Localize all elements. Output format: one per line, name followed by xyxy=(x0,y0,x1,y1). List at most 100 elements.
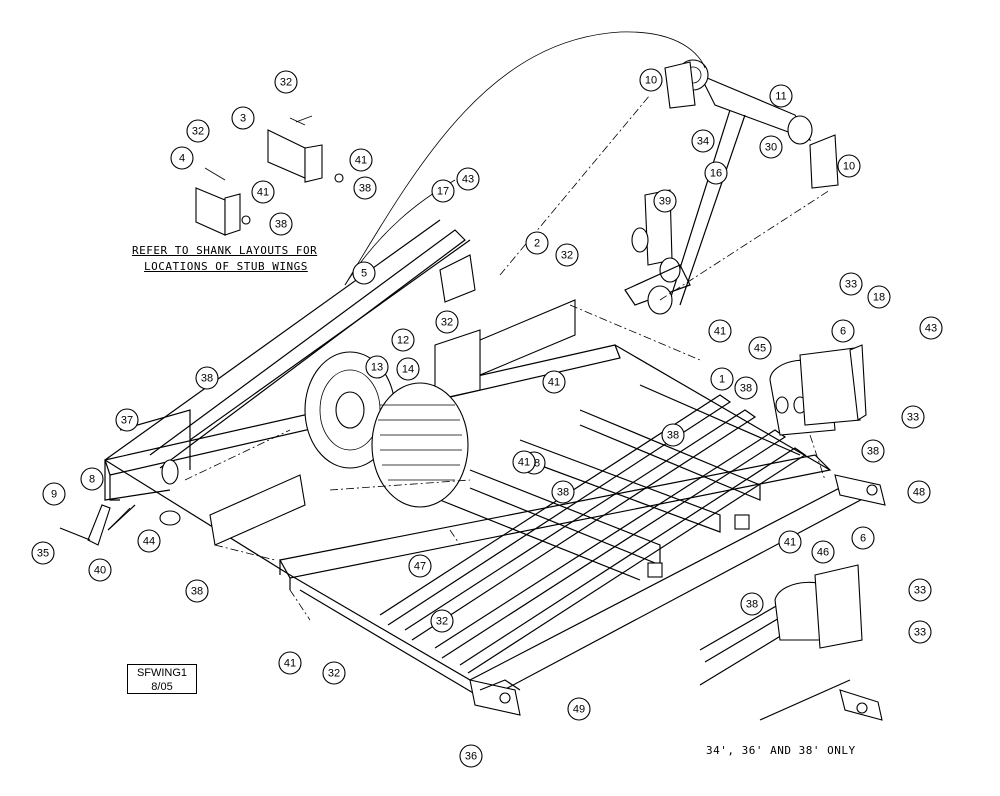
callout-45: 45 xyxy=(748,336,772,360)
callout-label: 36 xyxy=(465,751,477,763)
stub-wing-note-line2: LOCATIONS OF STUB WINGS xyxy=(144,260,308,273)
callout-circle xyxy=(525,231,549,255)
callout-32: 32 xyxy=(274,70,298,94)
callout-circle xyxy=(567,697,591,721)
callout-label: 4 xyxy=(179,153,185,165)
callout-10: 10 xyxy=(837,154,861,178)
callout-41: 41 xyxy=(349,148,373,172)
callout-33: 33 xyxy=(839,272,863,296)
callout-label: 6 xyxy=(840,326,846,338)
inset-size-note: 34', 36' AND 38' ONLY xyxy=(706,744,856,757)
callout-circle xyxy=(353,176,377,200)
callout-circle xyxy=(435,310,459,334)
callout-label: 1 xyxy=(719,374,725,386)
callout-circle xyxy=(661,423,685,447)
callout-circle xyxy=(231,106,255,130)
callout-circle xyxy=(831,319,855,343)
wheel-assembly xyxy=(304,351,469,508)
callout-43: 43 xyxy=(919,316,943,340)
callout-10: 10 xyxy=(639,68,663,92)
callout-12: 12 xyxy=(391,328,415,352)
callout-label: 38 xyxy=(191,586,203,598)
callout-circle xyxy=(352,261,376,285)
callout-circle xyxy=(851,526,875,550)
callout-circle xyxy=(691,129,715,153)
drawing-id: SFWING1 xyxy=(136,667,188,679)
callout-41: 41 xyxy=(708,319,732,343)
callout-36: 36 xyxy=(459,744,483,768)
callout-label: 46 xyxy=(817,547,829,559)
callout-circle xyxy=(778,530,802,554)
callout-11: 11 xyxy=(769,84,793,108)
callout-label: 38 xyxy=(201,373,213,385)
callout-circle xyxy=(740,592,764,616)
callout-label: 32 xyxy=(436,616,448,628)
callout-label: 48 xyxy=(913,487,925,499)
callout-label: 16 xyxy=(710,168,722,180)
callout-label: 38 xyxy=(746,599,758,611)
callout-circle xyxy=(186,119,210,143)
callout-circle xyxy=(430,609,454,633)
callout-circle xyxy=(710,367,734,391)
callout-38: 38 xyxy=(734,376,758,400)
callout-33: 33 xyxy=(908,578,932,602)
callout-34: 34 xyxy=(691,129,715,153)
callout-label: 41 xyxy=(257,187,269,199)
callout-38: 38 xyxy=(861,439,885,463)
callout-circle xyxy=(704,161,728,185)
callout-6: 6 xyxy=(831,319,855,343)
callout-label: 17 xyxy=(437,186,449,198)
callout-circle xyxy=(908,578,932,602)
callout-circle xyxy=(839,272,863,296)
callout-46: 46 xyxy=(811,540,835,564)
callout-circle xyxy=(365,355,389,379)
callout-circle xyxy=(901,405,925,429)
callout-label: 41 xyxy=(714,326,726,338)
callout-circle xyxy=(349,148,373,172)
callout-circle xyxy=(391,328,415,352)
callout-label: 6 xyxy=(860,533,866,545)
callout-41: 41 xyxy=(778,530,802,554)
callout-32: 32 xyxy=(322,661,346,685)
callout-circle xyxy=(408,554,432,578)
callout-label: 37 xyxy=(121,415,133,427)
callout-circle xyxy=(322,661,346,685)
callout-circle xyxy=(769,84,793,108)
callout-32: 32 xyxy=(435,310,459,334)
callout-30: 30 xyxy=(759,135,783,159)
callout-label: 32 xyxy=(441,317,453,329)
callout-circle xyxy=(551,480,575,504)
callout-3: 3 xyxy=(231,106,255,130)
callout-circle xyxy=(811,540,835,564)
callout-label: 18 xyxy=(873,292,885,304)
callout-32: 32 xyxy=(555,243,579,267)
callout-17: 17 xyxy=(431,179,455,203)
callout-8: 8 xyxy=(80,467,104,491)
callout-48: 48 xyxy=(907,480,931,504)
callout-49: 49 xyxy=(567,697,591,721)
callout-label: 10 xyxy=(645,75,657,87)
callout-label: 44 xyxy=(143,536,155,548)
callout-6: 6 xyxy=(851,526,875,550)
leader-lines xyxy=(184,31,831,621)
callout-circle xyxy=(759,135,783,159)
callout-label: 14 xyxy=(402,364,414,376)
callout-circle xyxy=(80,467,104,491)
drawing-date: 8/05 xyxy=(151,681,173,693)
callout-41: 41 xyxy=(542,370,566,394)
callout-circle xyxy=(115,408,139,432)
callout-label: 33 xyxy=(914,627,926,639)
callout-13: 13 xyxy=(365,355,389,379)
callout-label: 13 xyxy=(371,362,383,374)
callout-label: 10 xyxy=(843,161,855,173)
callout-circle xyxy=(269,212,293,236)
callout-circle xyxy=(708,319,732,343)
callout-14: 14 xyxy=(396,357,420,381)
callout-circle xyxy=(431,179,455,203)
callout-circle xyxy=(274,70,298,94)
callout-38: 38 xyxy=(195,366,219,390)
callout-label: 43 xyxy=(925,323,937,335)
callout-label: 3 xyxy=(240,113,246,125)
callout-39: 39 xyxy=(653,189,677,213)
callout-circle xyxy=(137,529,161,553)
